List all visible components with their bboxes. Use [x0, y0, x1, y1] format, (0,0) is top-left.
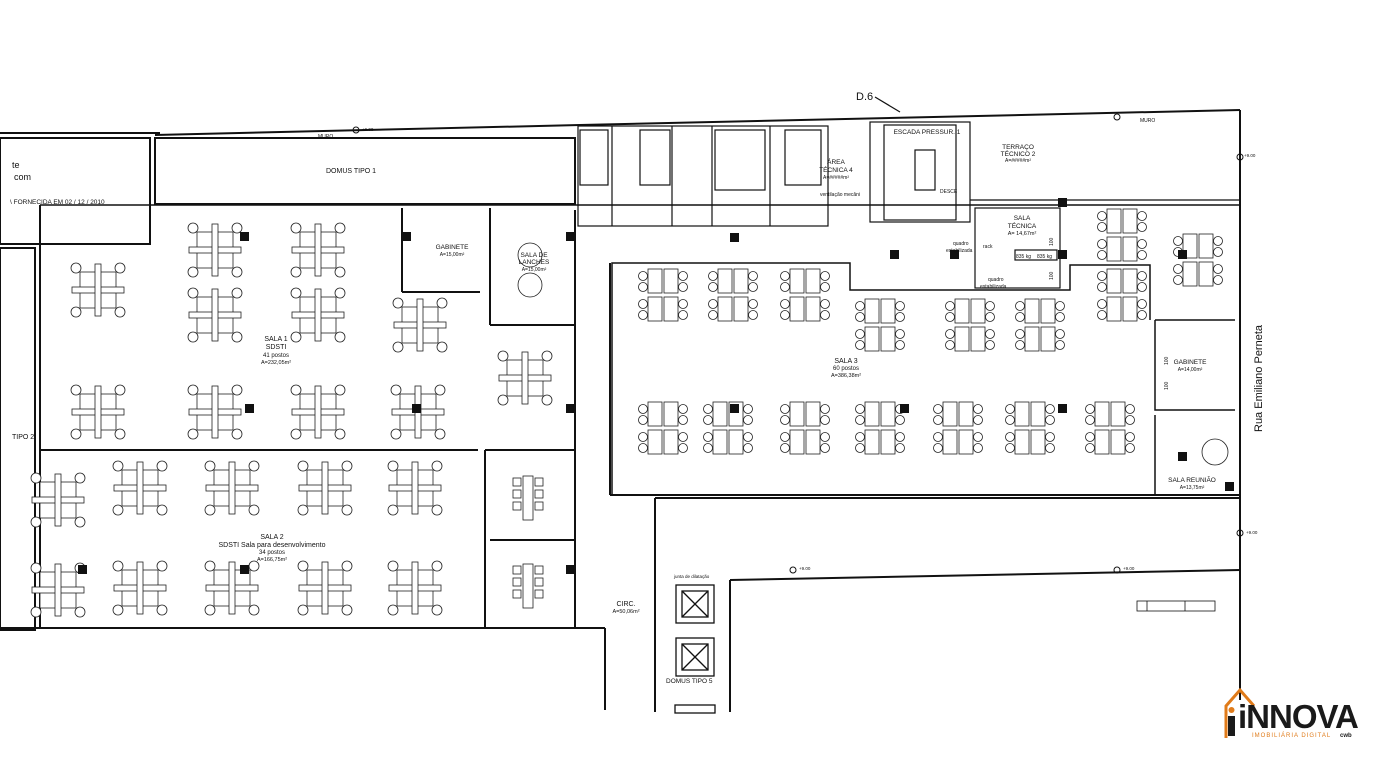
label-junta: junta de dilatação — [673, 574, 710, 579]
street-name: Rua Emiliano Perneta — [1253, 324, 1265, 432]
detail-marker: D.6 — [856, 91, 873, 103]
svg-text:SALA 1: SALA 1 — [264, 336, 287, 343]
svg-text:41 postos: 41 postos — [263, 353, 289, 359]
label-quadro-1b: estabilizada — [946, 248, 973, 254]
level-2: +9.00 — [1244, 153, 1256, 158]
svg-text:A=50,06m²: A=50,06m² — [612, 609, 639, 615]
room-sala-lanches: SALA DE LANCHES A=15,00m² — [519, 252, 550, 273]
label-quadro-2b: estabilizada — [980, 284, 1007, 290]
svg-text:ÁREA: ÁREA — [827, 157, 845, 166]
level-3: +9.00 — [799, 566, 811, 571]
sala-2-workstations — [30, 460, 443, 618]
svg-text:TÉCNICA 4: TÉCNICA 4 — [819, 165, 853, 174]
logo-suffix: cwb — [1340, 733, 1352, 739]
top-boxes — [0, 137, 576, 631]
svg-text:GABINETE: GABINETE — [436, 244, 470, 251]
svg-text:TÉCNICO 2: TÉCNICO 2 — [1001, 149, 1036, 158]
svg-text:TERRAÇO: TERRAÇO — [1002, 144, 1034, 151]
svg-text:SDSTI Sala para desenvolviment: SDSTI Sala para desenvolvimento — [219, 542, 326, 549]
level-markers — [352, 113, 1244, 574]
svg-text:GABINETE: GABINETE — [1174, 359, 1208, 366]
label-100-2: 100 — [1049, 271, 1055, 280]
logo-subtitle: IMOBILIÁRIA DIGITAL — [1252, 733, 1332, 739]
outer-walls — [0, 109, 1241, 712]
legend-box — [1136, 600, 1216, 612]
room-sala-3: SALA 3 60 postos A=386,38m² — [831, 358, 861, 379]
logo-wordmark: iNNOVA — [1238, 698, 1359, 735]
title-block-line-2: com — [14, 172, 31, 182]
label-muro-1: MURO — [318, 134, 333, 140]
svg-text:SALA 3: SALA 3 — [834, 358, 857, 365]
svg-text:A=14,00m²: A=14,00m² — [1178, 367, 1203, 373]
label-quadro-1: quadro — [953, 241, 969, 247]
elevators — [674, 584, 716, 714]
svg-text:A=#####m²: A=#####m² — [823, 175, 849, 181]
service-core — [577, 96, 1240, 289]
svg-text:ESCADA PRESSUR. 1: ESCADA PRESSUR. 1 — [894, 129, 961, 136]
label-100-1: 100 — [1049, 237, 1055, 246]
room-circulacao: CIRC. A=50,06m² — [612, 601, 639, 615]
sala-3-workstations — [639, 209, 1223, 454]
room-escada: ESCADA PRESSUR. 1 — [894, 129, 961, 136]
svg-text:LANCHES: LANCHES — [519, 259, 550, 266]
title-block-line-3: \ FORNECIDA EM 02 / 12 / 2010 — [10, 199, 105, 206]
svg-text:A=15,00m²: A=15,00m² — [522, 267, 547, 273]
label-100-3: 100 — [1164, 356, 1170, 365]
sala-3-outline — [611, 262, 1235, 495]
label-domus-tipo-5: DOMUS TIPO 5 — [666, 678, 713, 685]
svg-text:A=386,38m²: A=386,38m² — [831, 373, 861, 379]
label-quadro-2: quadro — [988, 277, 1004, 283]
label-tipo-2: TIPO 2 — [12, 434, 34, 441]
svg-text:60 postos: 60 postos — [833, 366, 859, 372]
label-muro-2: MURO — [1140, 118, 1155, 124]
label-ventilacao: ventilação mecâni — [820, 192, 860, 198]
title-block-line-1: te — [12, 160, 20, 170]
label-835-2: 835 kg — [1037, 254, 1052, 260]
room-gabinete-1: GABINETE A=15,00m² — [436, 244, 470, 258]
room-sala-tecnica: SALA TÉCNICA A= 14,67m² — [1008, 215, 1037, 237]
svg-text:A=166,75m²: A=166,75m² — [257, 557, 287, 563]
svg-text:A=232,05m²: A=232,05m² — [261, 360, 291, 366]
svg-text:SALA: SALA — [1014, 215, 1031, 222]
level-5: +9.00 — [1246, 530, 1258, 535]
room-labels: SALA 1 SDSTI 41 postos A=232,05m² SALA 2… — [219, 129, 1216, 615]
house-icon — [1224, 687, 1256, 738]
svg-text:34 postos: 34 postos — [259, 550, 285, 556]
label-835-1: 835 kg — [1016, 254, 1031, 260]
svg-text:CIRC.: CIRC. — [616, 601, 635, 608]
label-domus-tipo-1: DOMUS TIPO 1 — [326, 168, 376, 175]
level-4: +9.00 — [1123, 566, 1135, 571]
svg-text:A=#####m²: A=#####m² — [1005, 158, 1031, 164]
svg-text:SDSTI: SDSTI — [266, 344, 287, 351]
label-100-4: 100 — [1164, 381, 1170, 390]
svg-text:SALA REUNIÃO: SALA REUNIÃO — [1168, 475, 1216, 484]
label-rack: rack — [983, 244, 993, 250]
level-1: +9.00 — [362, 127, 374, 132]
plan-labels: te com \ FORNECIDA EM 02 / 12 / 2010 DOM… — [10, 91, 1265, 685]
svg-text:SALA 2: SALA 2 — [260, 534, 283, 541]
room-sala-1: SALA 1 SDSTI 41 postos A=232,05m² — [261, 336, 291, 366]
svg-text:A=15,00m²: A=15,00m² — [440, 252, 465, 258]
svg-text:A=13,75m²: A=13,75m² — [1180, 485, 1205, 491]
columns — [78, 198, 1234, 574]
room-sala-2: SALA 2 SDSTI Sala para desenvolvimento 3… — [219, 534, 326, 563]
svg-text:SALA DE: SALA DE — [520, 252, 548, 259]
room-sala-reuniao: SALA REUNIÃO A=13,75m² — [1168, 475, 1216, 491]
label-desce: DESCE — [940, 189, 958, 195]
innova-logo: iNNOVA IMOBILIÁRIA DIGITAL cwb — [1220, 684, 1360, 746]
room-terraco-tecnico: TERRAÇO TÉCNICO 2 A=#####m² — [1001, 144, 1036, 164]
meeting-tables — [512, 242, 1229, 609]
sala-1-workstations — [70, 222, 553, 440]
svg-text:TÉCNICA: TÉCNICA — [1008, 221, 1037, 230]
room-area-tecnica-4: ÁREA TÉCNICA 4 A=#####m² — [819, 157, 853, 181]
svg-text:A= 14,67m²: A= 14,67m² — [1008, 231, 1037, 237]
room-gabinete-2: GABINETE A=14,00m² — [1174, 359, 1208, 373]
